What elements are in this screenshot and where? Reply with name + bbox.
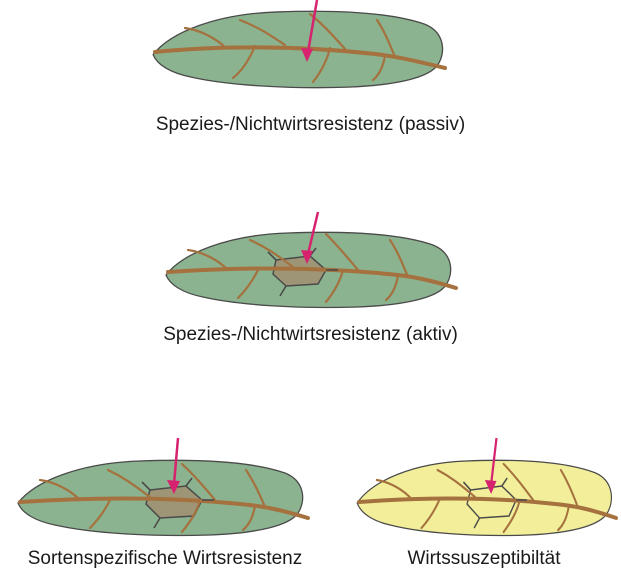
- leaf-green-icon: [10, 438, 310, 538]
- panel-caption: Spezies-/Nichtwirtsresistenz (passiv): [0, 114, 621, 136]
- leaf-yellow-icon: [350, 438, 618, 538]
- panel-caption: Wirtssuszeptibiltät: [350, 548, 618, 570]
- leaf-green-icon: [145, 0, 450, 95]
- leaf-green-icon: [158, 210, 458, 310]
- panel-caption: Spezies-/Nichtwirtsresistenz (aktiv): [0, 324, 621, 346]
- panel-caption: Sortenspezifische Wirtsresistenz: [0, 548, 330, 570]
